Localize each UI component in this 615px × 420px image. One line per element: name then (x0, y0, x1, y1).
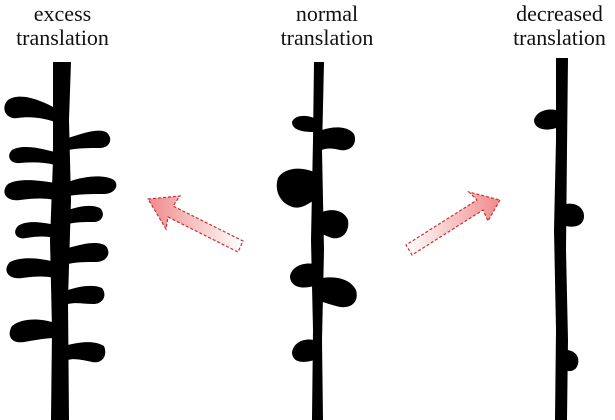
label-excess-translation: excess translation (0, 2, 125, 50)
label-normal-translation: normal translation (262, 2, 392, 50)
arrow-left (146, 195, 244, 253)
label-decreased-line2: translation (513, 25, 606, 50)
spine-decreased-l1 (534, 109, 556, 130)
spine-normal-l4 (292, 339, 314, 362)
label-decreased-line1: decreased (516, 1, 603, 26)
label-normal-line1: normal (295, 1, 359, 26)
spine-excess-r5 (68, 285, 105, 304)
spine-excess-l5 (6, 258, 55, 279)
spine-excess-r6 (68, 342, 106, 363)
spine-normal-r2 (322, 210, 349, 239)
spine-excess-r1 (68, 130, 111, 150)
label-decreased-translation: decreased translation (502, 2, 615, 50)
dendrite-decreased-shaft (554, 58, 568, 420)
spine-excess-r4 (68, 242, 109, 264)
label-excess-line1: excess (33, 1, 92, 26)
label-normal-line2: translation (280, 25, 374, 50)
spine-excess-l4 (15, 222, 55, 239)
label-excess-line2: translation (16, 25, 109, 50)
dendrite-excess-shaft (50, 62, 71, 420)
spine-excess-l6 (9, 319, 55, 343)
spine-excess-r2 (68, 176, 117, 196)
arrow-right-icon (405, 190, 501, 256)
spine-decreased-r1 (566, 203, 584, 227)
dendrite-decreased (534, 58, 584, 420)
spine-normal-r1 (322, 127, 356, 151)
spine-excess-l1 (4, 96, 56, 122)
dendrite-normal-shaft (311, 62, 324, 420)
spine-excess-l2 (9, 146, 55, 165)
spine-normal-l3 (290, 263, 314, 288)
spine-excess-l3 (4, 180, 55, 201)
spine-normal-l1 (292, 115, 314, 132)
dendrite-excess (4, 62, 117, 420)
arrow-right (405, 190, 501, 256)
spine-decreased-r2 (566, 350, 579, 372)
spine-normal-r3 (322, 277, 357, 308)
spine-excess-r3 (68, 205, 103, 224)
dendrite-normal (276, 62, 357, 420)
spine-normal-l2 (276, 168, 314, 208)
arrow-left-icon (146, 195, 244, 253)
